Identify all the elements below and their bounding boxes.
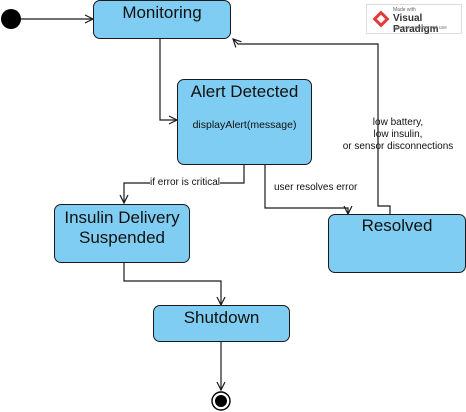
state-alert-detected-label: Alert Detected (190, 82, 299, 101)
state-shutdown[interactable]: Shutdown (153, 305, 290, 342)
state-monitoring[interactable]: Monitoring (93, 0, 231, 39)
watermark-brand: Visual Paradigm (393, 13, 439, 35)
final-node-inner (215, 395, 227, 407)
transition-suspended-to-shutdown (123, 263, 221, 305)
label-resolved-return: low battery, low insulin, or sensor disc… (333, 117, 463, 153)
state-shutdown-label: Shutdown (183, 308, 260, 327)
label-if-error-critical: if error is critical (150, 177, 221, 189)
transition-alert-to-resolved (264, 164, 348, 214)
state-alert-activity: displayAlert(message) (192, 119, 297, 131)
label-resolved-return-line3: or sensor disconnections (342, 141, 454, 152)
label-resolved-return-line2: low insulin, (373, 129, 423, 140)
watermark-badge: Made with Visual Paradigm For non-commer… (366, 4, 462, 35)
label-user-resolves-error: user resolves error (274, 182, 358, 194)
watermark-made-with: Made with (393, 7, 416, 13)
state-suspended-label-line1: Insulin Delivery (64, 208, 180, 227)
transition-resolved-to-monitoring (233, 39, 391, 214)
state-suspended-label-line2: Suspended (78, 228, 166, 247)
state-monitoring-label: Monitoring (122, 3, 202, 22)
watermark-note: For non-commercial use (393, 25, 447, 31)
state-resolved[interactable]: Resolved (328, 214, 466, 273)
initial-node (1, 9, 21, 29)
label-resolved-return-line1: low battery, (372, 117, 424, 128)
state-insulin-delivery-suspended[interactable]: Insulin Delivery Suspended (54, 204, 190, 263)
transition-monitoring-to-alert (159, 39, 177, 120)
state-resolved-label: Resolved (361, 216, 433, 235)
state-alert-detected[interactable]: Alert Detected displayAlert(message) (177, 79, 312, 165)
visual-paradigm-logo-icon (372, 10, 390, 28)
